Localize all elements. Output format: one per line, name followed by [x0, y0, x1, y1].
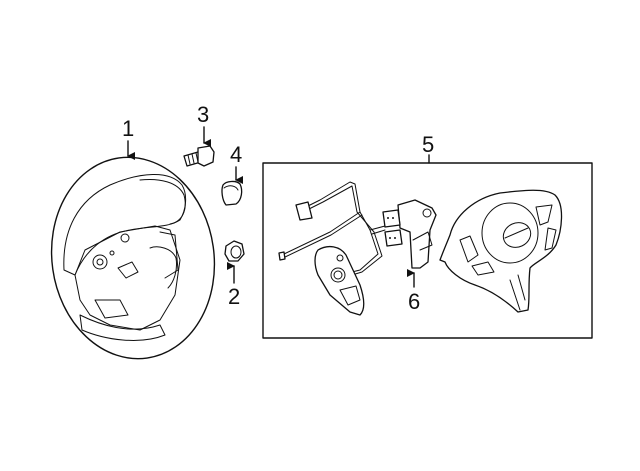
callout-3: 3	[197, 102, 209, 127]
steering-wheel[interactable]	[39, 147, 228, 370]
callout-4: 4	[230, 142, 242, 167]
callout-5: 5	[422, 132, 434, 157]
callout-6: 6	[408, 289, 420, 314]
airbag-module[interactable]	[439, 189, 563, 313]
bolt[interactable]	[183, 145, 215, 167]
nut[interactable]	[224, 240, 245, 262]
cap[interactable]	[221, 180, 243, 206]
callout-2: 2	[228, 284, 240, 309]
center-switch[interactable]	[382, 199, 437, 269]
wire-harness[interactable]	[278, 181, 386, 279]
left-switch[interactable]	[314, 245, 365, 316]
group-box	[262, 162, 593, 339]
callout-1: 1	[122, 116, 134, 141]
